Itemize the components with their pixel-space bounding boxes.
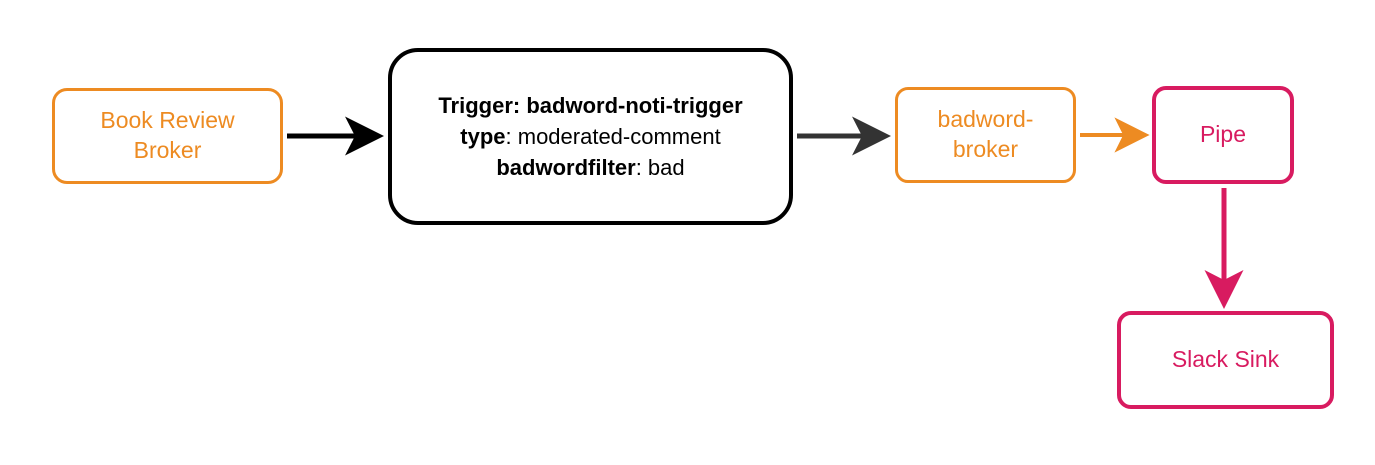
node-badword-broker[interactable]: badword- broker: [895, 87, 1076, 183]
node-trigger-line-3-value: : bad: [635, 155, 685, 181]
node-book-review-broker[interactable]: Book Review Broker: [52, 88, 283, 184]
node-pipe-label: Pipe: [1199, 121, 1247, 148]
node-trigger-line-3-bold: badwordfilter: [496, 155, 636, 181]
node-trigger-line-1-bold: Trigger: badword-noti-trigger: [438, 92, 743, 118]
node-trigger[interactable]: Trigger: badword-noti-trigger type: mode…: [388, 48, 793, 225]
node-badword-broker-label: badword- broker: [937, 106, 1034, 162]
node-trigger-line-1: Trigger: badword-noti-trigger: [438, 90, 742, 121]
node-trigger-line-2-bold: type: [460, 123, 506, 149]
node-slack-sink[interactable]: Slack Sink: [1117, 311, 1334, 409]
node-slack-sink-label: Slack Sink: [1171, 346, 1280, 373]
node-trigger-line-2-value: : moderated-comment: [505, 123, 721, 149]
node-book-review-broker-label: Book Review Broker: [100, 107, 235, 163]
node-pipe[interactable]: Pipe: [1152, 86, 1294, 184]
node-trigger-line-3: badwordfilter: bad: [496, 152, 684, 183]
node-trigger-line-2: type: moderated-comment: [460, 121, 720, 152]
